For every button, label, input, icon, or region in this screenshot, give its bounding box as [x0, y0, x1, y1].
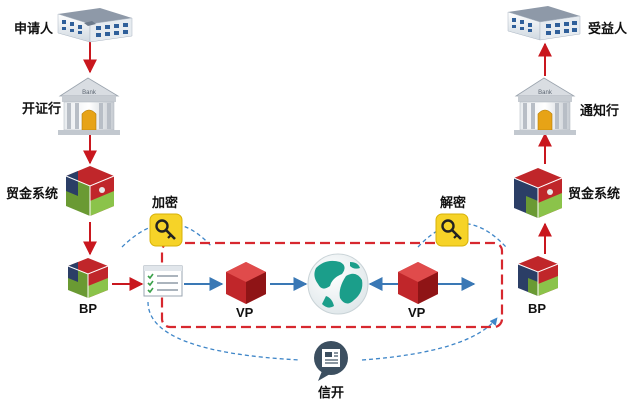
globe-icon	[307, 253, 369, 315]
issuing-bank-sign: Bank	[82, 90, 97, 96]
encrypt-label: 加密	[152, 195, 179, 210]
decrypt-key-icon	[435, 213, 469, 247]
applicant-building-icon	[57, 8, 133, 43]
encrypt-key-icon	[149, 213, 183, 247]
checklist-document-icon	[143, 265, 183, 297]
vp-right-cube-icon	[398, 262, 438, 304]
beneficiary-building-icon	[507, 6, 581, 41]
dashed-arc-letter-of-credit-left	[147, 301, 301, 361]
vp-left-cube-icon	[226, 262, 266, 304]
trade-system-right-puzzle-icon	[513, 168, 563, 218]
beneficiary-label: 受益人	[588, 21, 628, 36]
advising-bank-label: 通知行	[580, 103, 620, 118]
dashed-arc-encrypt	[121, 223, 213, 248]
advising-bank-icon: Bank	[514, 77, 576, 135]
issuing-bank-label: 开证行	[22, 101, 62, 116]
bp-right-puzzle-icon	[517, 256, 559, 296]
decrypt-label: 解密	[440, 195, 467, 210]
advising-bank-sign: Bank	[538, 90, 553, 96]
letter-of-credit-document-icon	[314, 341, 348, 381]
vp-right-label: VP	[408, 305, 426, 320]
vp-left-label: VP	[236, 305, 254, 320]
bp-left-puzzle-icon	[67, 258, 109, 298]
trade-system-right-label: 贸金系统	[568, 186, 621, 201]
issuing-bank-icon: Bank	[58, 77, 120, 135]
letter-of-credit-label: 信开	[318, 385, 345, 400]
trade-system-left-puzzle-icon	[65, 166, 115, 216]
bp-right-label: BP	[528, 301, 547, 316]
bp-left-label: BP	[79, 301, 98, 316]
dashed-arc-letter-of-credit-right	[361, 317, 498, 361]
trade-system-left-label: 贸金系统	[6, 186, 59, 201]
applicant-label: 申请人	[14, 21, 54, 36]
